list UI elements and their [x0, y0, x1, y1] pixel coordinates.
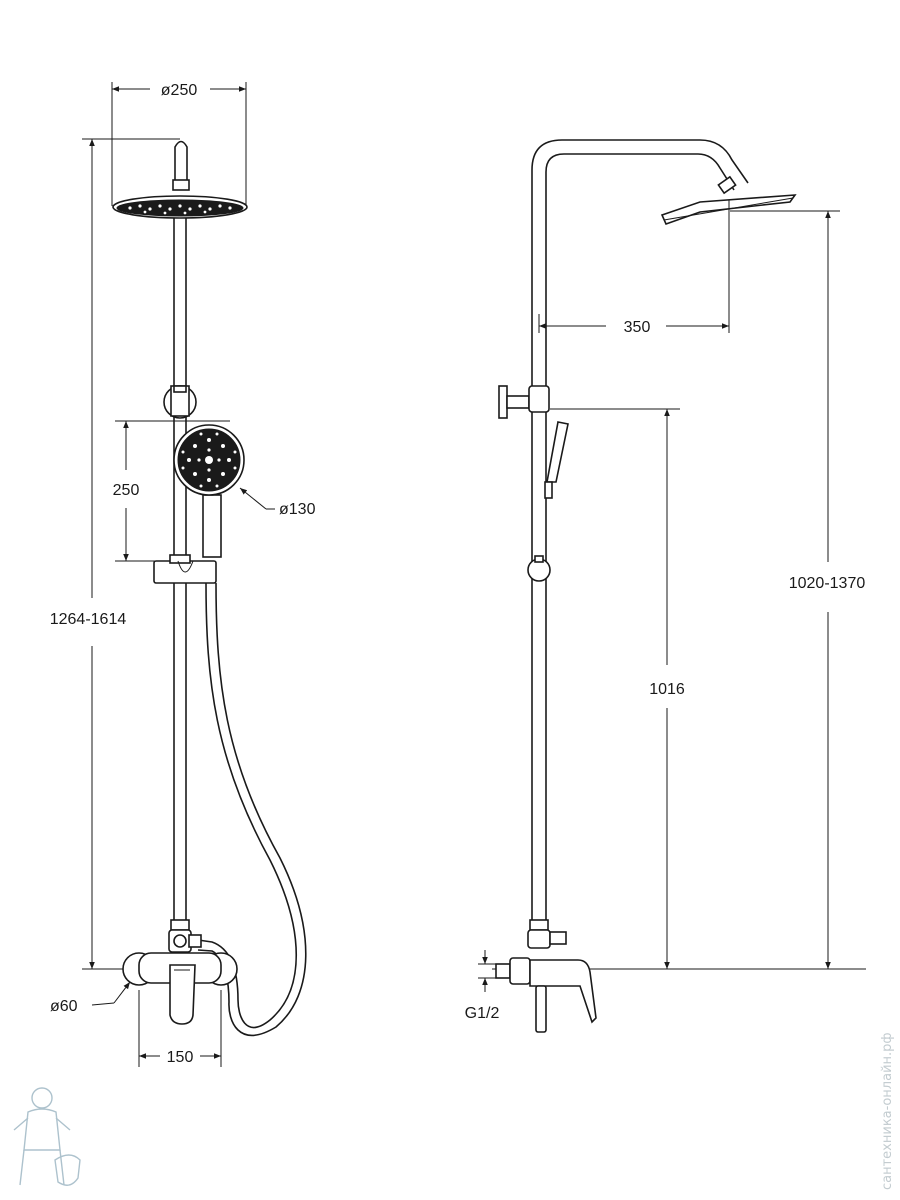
height-range-label: 1264-1614 [50, 611, 127, 628]
holder-height-label: 1016 [649, 681, 685, 698]
shower-hose [197, 582, 307, 1036]
center-distance-label: 150 [167, 1049, 194, 1066]
head-height-dimension: 1020-1370 [730, 210, 866, 969]
hand-shower-diameter-label: ø130 [279, 501, 316, 518]
side-wall-bracket [498, 385, 550, 419]
holder-height-dimension: 1016 [550, 408, 685, 969]
side-diverter [527, 919, 567, 949]
flange-diameter-label: ø60 [50, 998, 78, 1015]
plumber-mascot-icon [13, 1087, 81, 1186]
arm-reach-label: 350 [624, 319, 651, 336]
side-riser-pipe [531, 139, 749, 920]
side-hand-shower [527, 421, 569, 582]
watermark-text: сантехника-онлайн.рф [880, 1032, 895, 1190]
head-height-label: 1020-1370 [789, 575, 866, 592]
connection-thread-label: G1/2 [465, 1005, 500, 1022]
center-distance-dimension: 150 [138, 990, 222, 1067]
side-mixer [495, 957, 597, 1033]
wall-bracket [163, 385, 197, 419]
holder-distance-label: 250 [113, 482, 140, 499]
mixer-body [122, 952, 238, 1025]
diverter [168, 919, 202, 953]
holder-distance-dimension: 250 [113, 420, 230, 562]
watermark: сантехника-онлайн.рф [13, 1032, 895, 1190]
arm-reach-dimension: 350 [538, 200, 730, 336]
slide-holder [153, 554, 217, 584]
hand-shower: ø130 [173, 424, 316, 558]
head-diameter-dimension: ø250 [111, 82, 247, 206]
rain-shower-head [112, 140, 248, 219]
flange-diameter-dimension: ø60 [50, 981, 131, 1015]
front-view: ø250 1264-1614 [50, 82, 316, 1067]
height-range-dimension: 1264-1614 [50, 138, 180, 970]
head-diameter-label: ø250 [161, 82, 198, 99]
connection-thread-dimension: G1/2 [465, 950, 500, 1022]
side-view: 350 1020-1370 1016 [465, 139, 866, 1033]
hand-shower-nozzles [181, 432, 237, 488]
